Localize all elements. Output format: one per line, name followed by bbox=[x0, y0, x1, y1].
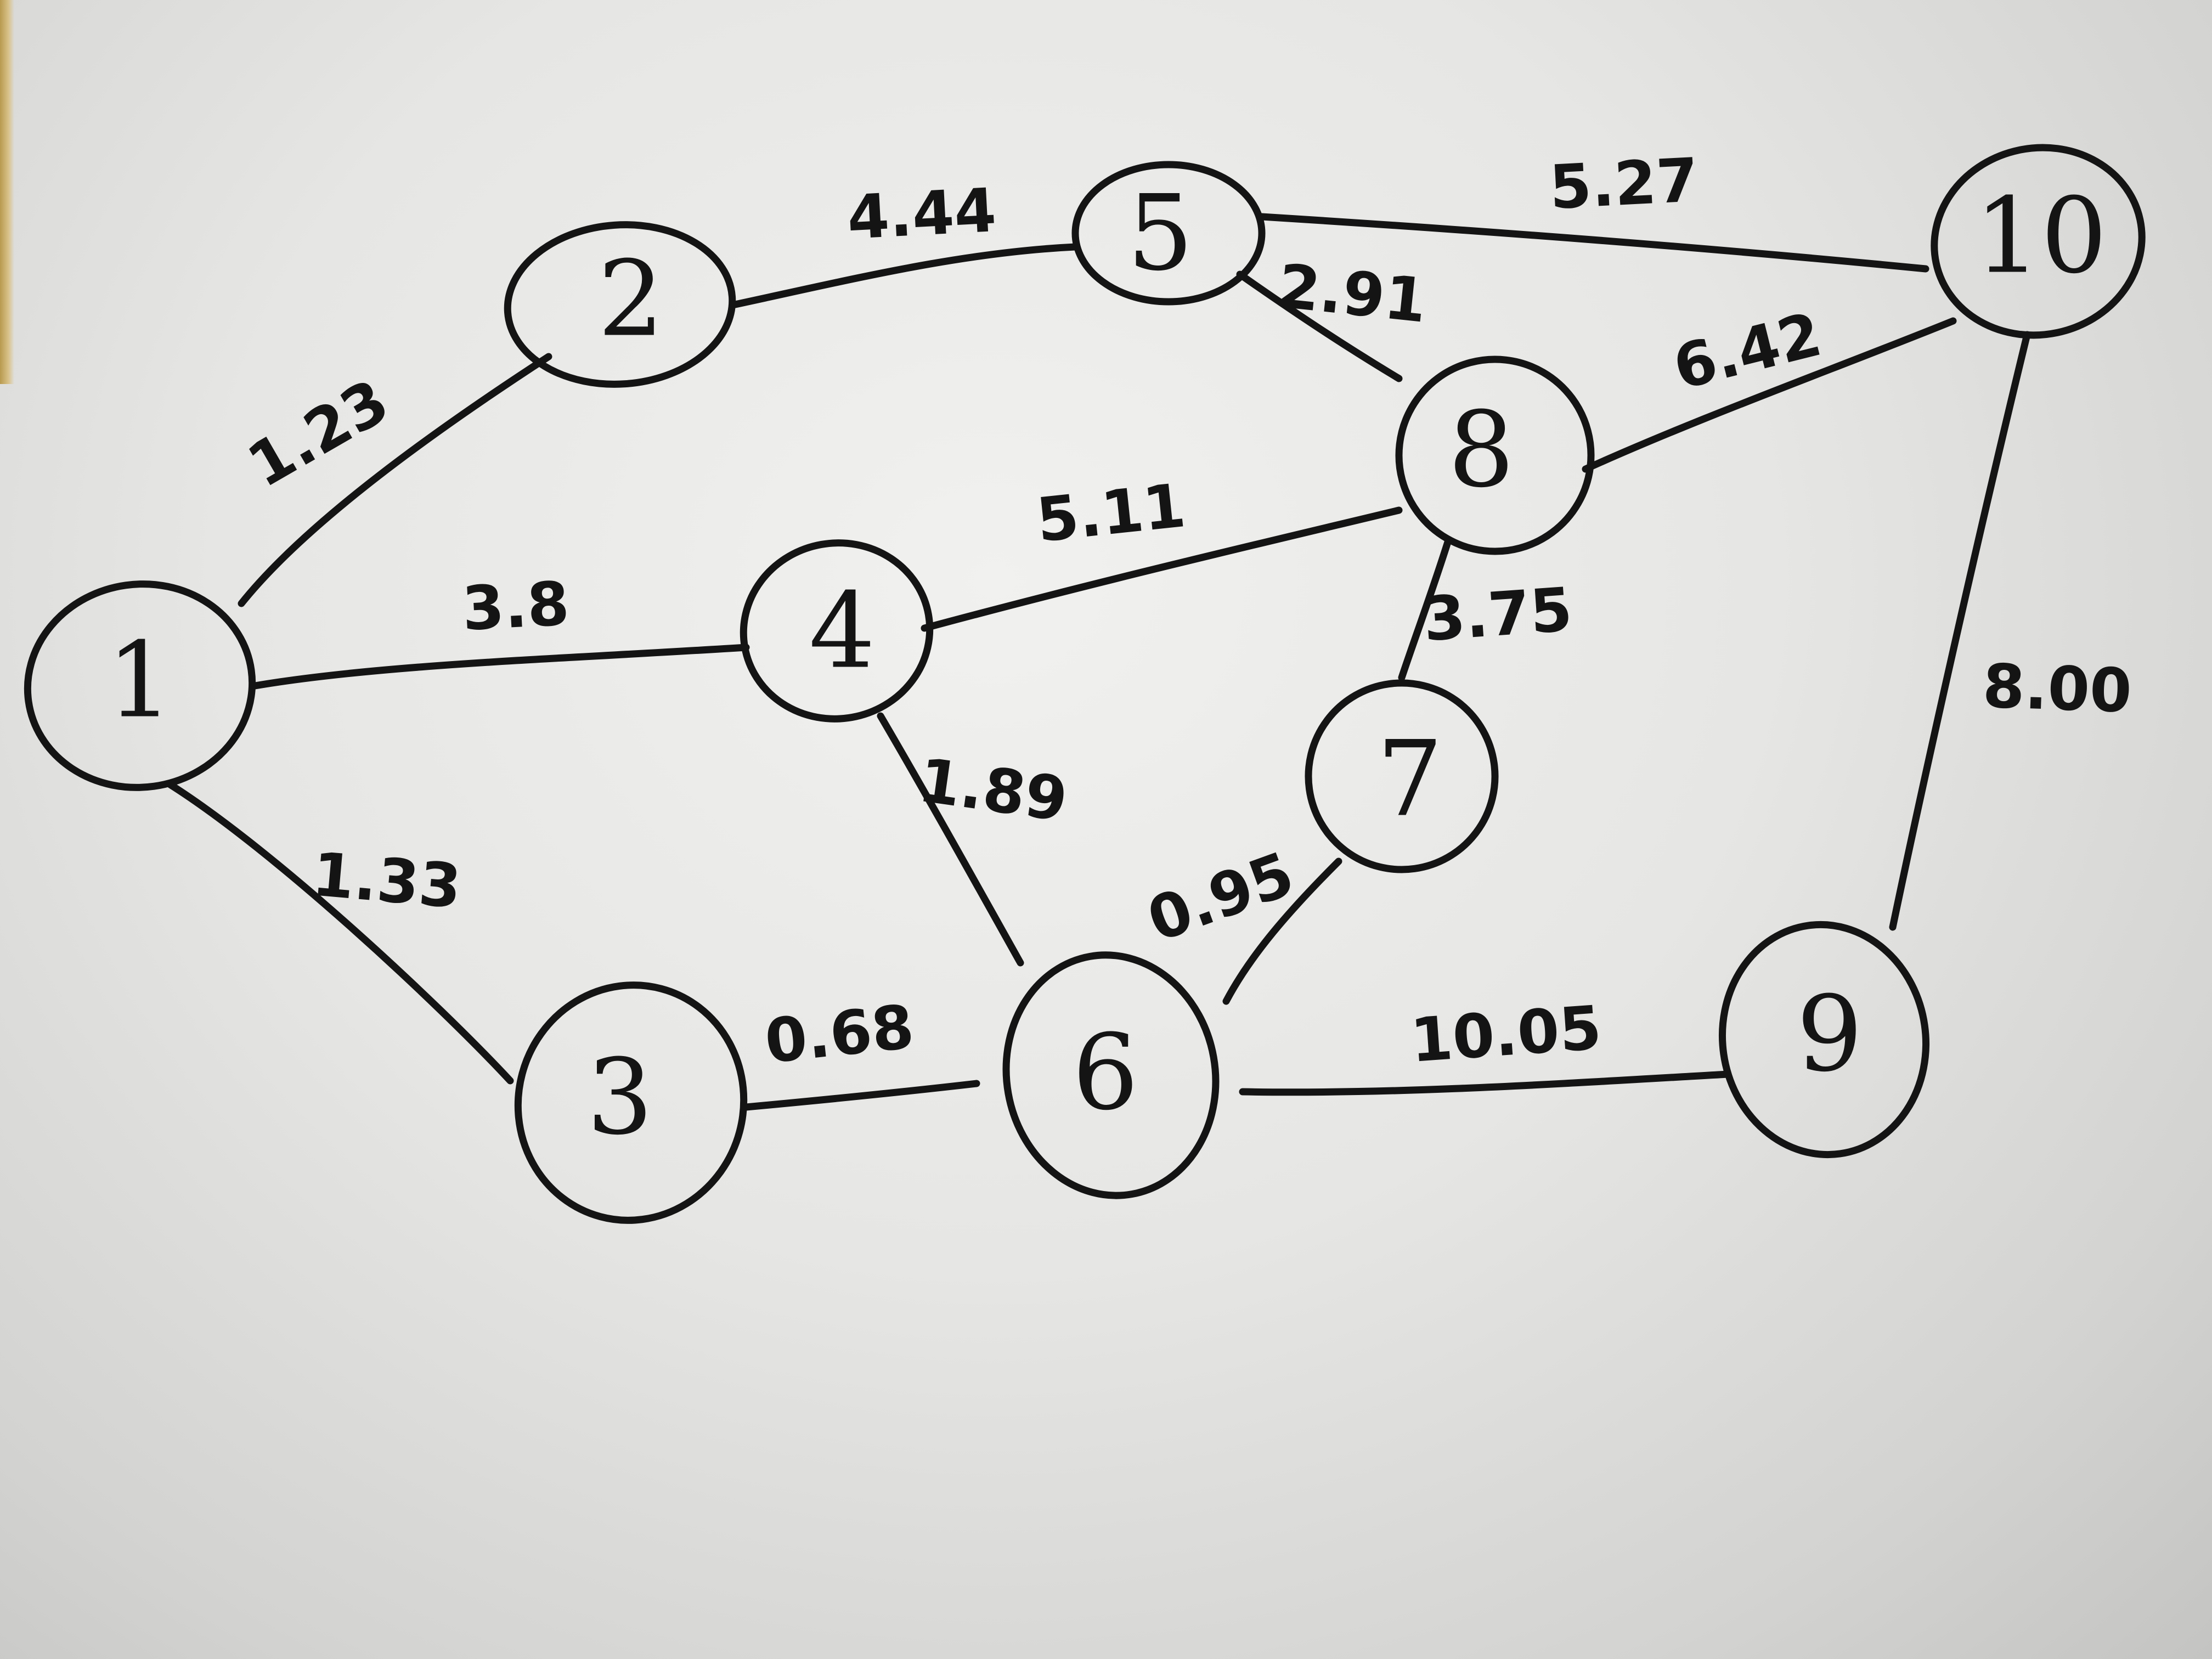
edge-1-2 bbox=[238, 353, 552, 607]
node-1-label: 1 bbox=[107, 620, 173, 741]
node-10-circle bbox=[1931, 144, 2146, 339]
edge-label-4-8: 5.11 bbox=[1033, 470, 1188, 556]
node-6: 6 bbox=[1002, 951, 1220, 1199]
edge-1-3 bbox=[166, 781, 514, 1085]
node-6-circle bbox=[1002, 951, 1220, 1199]
edge-label-8-10: 6.42 bbox=[1667, 299, 1828, 403]
node-7: 7 bbox=[1305, 679, 1499, 873]
node-10: 10 bbox=[1931, 144, 2146, 339]
edge-label-6-7: 0.95 bbox=[1139, 838, 1303, 955]
edge-label-5-8: 2.91 bbox=[1274, 251, 1430, 336]
edge-6-9 bbox=[1239, 1070, 1732, 1096]
edge-4-8 bbox=[921, 506, 1403, 632]
edge-6-7 bbox=[1222, 857, 1342, 1005]
node-1-circle bbox=[24, 580, 256, 791]
node-1: 1 bbox=[24, 580, 256, 791]
edge-label-3-6: 0.68 bbox=[761, 991, 917, 1077]
edge-labels: 1.23 3.8 1.33 4.44 5.27 2.91 6.42 5.11 3… bbox=[236, 145, 2132, 1077]
edge-9-10 bbox=[1889, 331, 2031, 931]
node-2-label: 2 bbox=[598, 239, 664, 360]
edges bbox=[166, 213, 2031, 1111]
edge-1-4 bbox=[251, 644, 750, 690]
node-8-label: 8 bbox=[1448, 390, 1515, 511]
edge-label-1-4: 3.8 bbox=[460, 568, 571, 644]
node-4-label: 4 bbox=[809, 571, 876, 692]
edge-label-5-10: 5.27 bbox=[1548, 145, 1700, 223]
node-3: 3 bbox=[514, 981, 748, 1224]
node-9-label: 9 bbox=[1797, 974, 1863, 1095]
node-2: 2 bbox=[504, 221, 736, 388]
edge-4-6 bbox=[877, 712, 1024, 967]
edge-label-2-5: 4.44 bbox=[845, 175, 998, 253]
node-4-circle bbox=[740, 539, 934, 723]
node-5-circle bbox=[1071, 161, 1266, 306]
edge-3-6 bbox=[742, 1080, 980, 1111]
node-3-circle bbox=[514, 981, 748, 1224]
node-5: 5 bbox=[1071, 161, 1266, 306]
node-7-circle bbox=[1305, 679, 1499, 873]
node-10-label: 10 bbox=[1974, 176, 2107, 297]
edge-label-6-9: 10.05 bbox=[1408, 992, 1604, 1076]
node-9-circle bbox=[1718, 921, 1930, 1159]
edge-5-10 bbox=[1258, 213, 1929, 273]
nodes: 1 2 3 4 5 6 7 8 bbox=[24, 144, 2146, 1224]
node-9: 9 bbox=[1718, 921, 1930, 1159]
edge-5-8 bbox=[1236, 270, 1403, 382]
node-5-label: 5 bbox=[1127, 173, 1194, 294]
node-7-label: 7 bbox=[1377, 719, 1443, 840]
node-4: 4 bbox=[740, 539, 934, 723]
edge-label-9-10: 8.00 bbox=[1982, 651, 2133, 726]
node-8-circle bbox=[1395, 356, 1595, 555]
node-2-circle bbox=[504, 221, 736, 388]
edge-2-5 bbox=[731, 243, 1079, 308]
edge-label-1-3: 1.33 bbox=[309, 839, 464, 922]
node-6-label: 6 bbox=[1073, 1012, 1139, 1133]
node-3-label: 3 bbox=[587, 1037, 653, 1158]
edge-8-7 bbox=[1398, 537, 1452, 681]
paper-edge bbox=[0, 0, 14, 384]
edge-label-8-7: 3.75 bbox=[1421, 574, 1575, 655]
edge-8-10 bbox=[1582, 317, 1957, 473]
node-8: 8 bbox=[1395, 356, 1595, 555]
